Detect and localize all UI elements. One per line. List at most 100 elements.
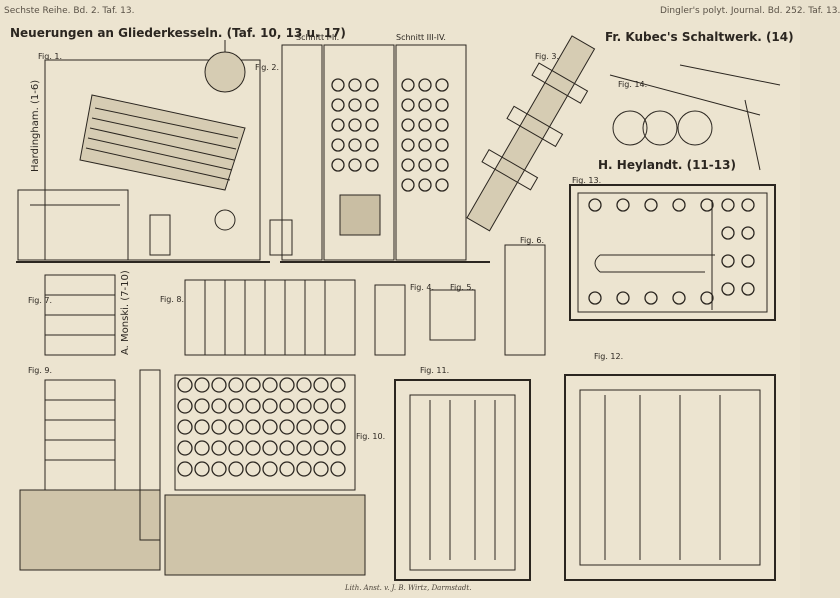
tube-hole [262, 440, 278, 456]
fig14-label: Fig. 14. [618, 80, 648, 89]
tube-hole [418, 158, 432, 172]
tube-hole [194, 461, 210, 477]
tube-hole [177, 398, 193, 414]
monski-title: A. Monski. (7-10) [120, 270, 131, 355]
tube-hole [616, 198, 630, 212]
tube-hole [331, 98, 345, 112]
tube-hole [279, 398, 295, 414]
fig2-label: Fig. 2. [255, 63, 280, 72]
fig10-label: Fig. 10. [356, 432, 386, 441]
tube-hole [348, 158, 362, 172]
tube-hole [211, 461, 227, 477]
tube-hole [435, 158, 449, 172]
tube-hole [330, 461, 346, 477]
tube-hole [741, 198, 755, 212]
tube-hole [313, 398, 329, 414]
tube-hole [194, 398, 210, 414]
tube-hole [435, 78, 449, 92]
hardingham-title: Hardingham. (1-6) [30, 79, 41, 172]
fig8-label: Fig. 8. [160, 295, 185, 304]
tube-hole [245, 461, 261, 477]
tube-hole [211, 398, 227, 414]
fig12-label: Fig. 12. [594, 352, 624, 361]
tube-hole [721, 198, 735, 212]
tube-hole [194, 419, 210, 435]
tube-hole [418, 98, 432, 112]
fig12-drawing [564, 374, 776, 581]
fig3-drawing [466, 35, 596, 232]
tube-hole [262, 419, 278, 435]
tube-hole [418, 78, 432, 92]
tube-hole [365, 98, 379, 112]
tube-hole [418, 118, 432, 132]
tube-hole [365, 118, 379, 132]
tube-hole [262, 398, 278, 414]
tube-hole [228, 440, 244, 456]
fig11-drawing [394, 379, 531, 581]
tube-hole [741, 282, 755, 296]
tube-hole [721, 226, 735, 240]
tube-hole [194, 440, 210, 456]
journal-header: Dingler's polyt. Journal. Bd. 252. Taf. … [660, 6, 840, 16]
tube-hole [279, 440, 295, 456]
tube-hole [313, 419, 329, 435]
tube-hole [348, 78, 362, 92]
tube-hole [348, 118, 362, 132]
fig11-label: Fig. 11. [420, 366, 450, 375]
tube-hole [672, 198, 686, 212]
tube-hole [331, 78, 345, 92]
tube-hole [211, 419, 227, 435]
fig13-label: Fig. 13. [572, 176, 602, 185]
tube-hole [279, 377, 295, 393]
tube-hole [401, 178, 415, 192]
tube-hole [245, 440, 261, 456]
tube-hole [245, 377, 261, 393]
tube-hole [672, 291, 686, 305]
section-i-ii-label: Schnitt I-II. [296, 33, 340, 42]
tube-hole [228, 398, 244, 414]
fig9-drawing [19, 369, 161, 571]
tube-hole [279, 461, 295, 477]
tube-hole [401, 158, 415, 172]
fig4-6-drawing [374, 244, 546, 356]
tube-hole [644, 198, 658, 212]
tube-hole [721, 282, 735, 296]
fig7-drawing [44, 274, 116, 356]
tube-hole [228, 377, 244, 393]
tube-hole [296, 377, 312, 393]
fig4-label: Fig. 4. [410, 283, 435, 292]
fig2-drawing [269, 44, 490, 263]
tube-hole [245, 398, 261, 414]
tube-hole [435, 138, 449, 152]
engraved-plate: Sechste Reihe. Bd. 2. Taf. 13. Dingler's… [4, 6, 840, 592]
tube-hole [194, 377, 210, 393]
fig7-label: Fig. 7. [28, 296, 53, 305]
tube-hole [435, 98, 449, 112]
tube-hole [401, 98, 415, 112]
tube-hole [435, 118, 449, 132]
fig1-drawing [16, 40, 270, 263]
main-title: Neuerungen an Gliederkesseln. (Taf. 10, … [10, 26, 346, 40]
tube-hole [365, 158, 379, 172]
tube-hole [365, 78, 379, 92]
tube-hole [588, 198, 602, 212]
fig13-drawing [569, 184, 776, 321]
plate-series-header: Sechste Reihe. Bd. 2. Taf. 13. [4, 6, 135, 16]
tube-hole [588, 291, 602, 305]
section-iii-iv-label: Schnitt III-IV. [396, 33, 446, 42]
tube-hole [331, 158, 345, 172]
tube-hole [348, 138, 362, 152]
tube-hole [296, 419, 312, 435]
tube-hole [331, 138, 345, 152]
tube-hole [616, 291, 630, 305]
kubec-title: Fr. Kubec's Schaltwerk. (14) [605, 30, 794, 44]
tube-hole [262, 461, 278, 477]
tube-hole [313, 461, 329, 477]
tube-hole [262, 377, 278, 393]
tube-hole [401, 78, 415, 92]
tube-hole [435, 178, 449, 192]
fig6-label: Fig. 6. [520, 236, 545, 245]
tube-hole [644, 291, 658, 305]
tube-hole [279, 419, 295, 435]
tube-hole [418, 138, 432, 152]
